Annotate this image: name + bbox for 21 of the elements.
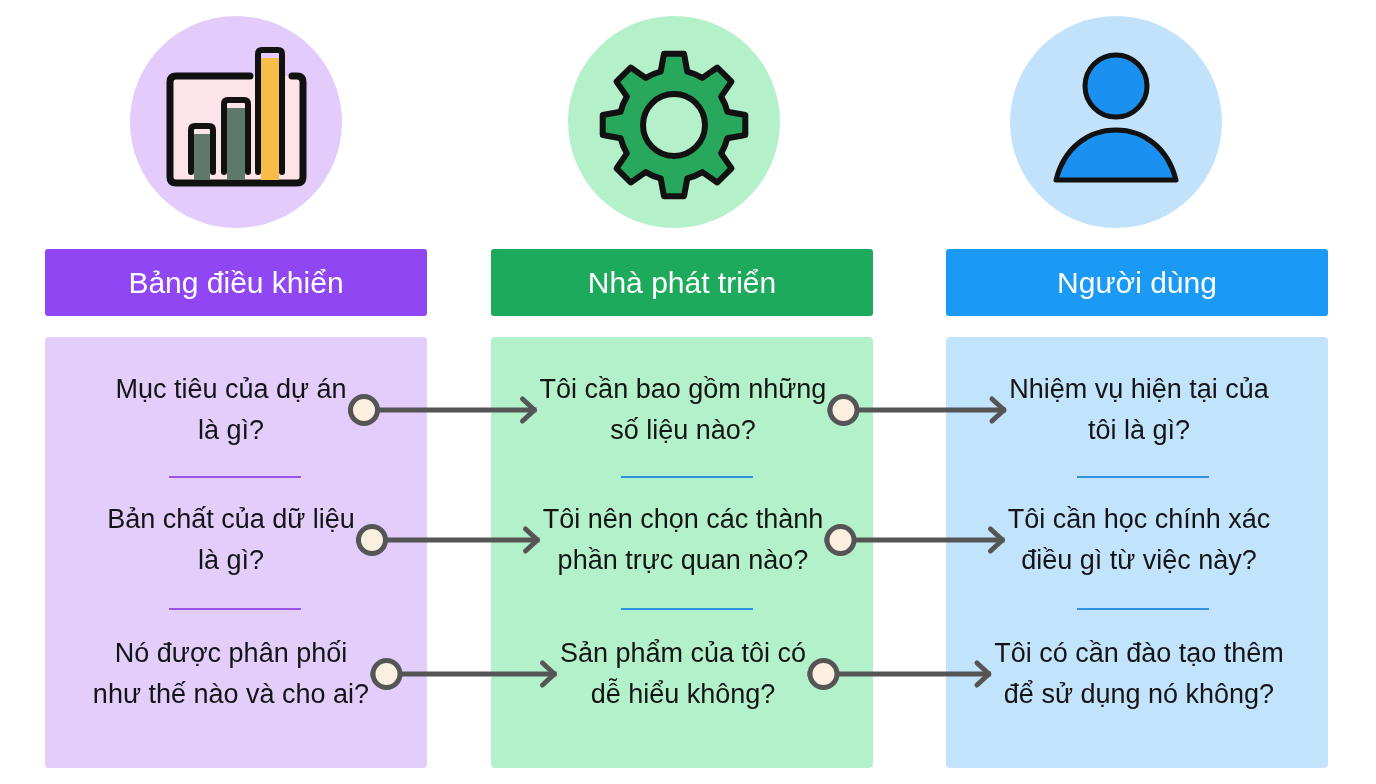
column-header: Người dùng (946, 249, 1328, 316)
column-header: Nhà phát triển (491, 249, 873, 316)
column-panel (946, 337, 1328, 768)
arrow (827, 394, 1007, 426)
question-text: Tôi có cần đào tạo thêm để sử dụng nó không? (993, 633, 1285, 715)
question-text: Mục tiêu của dự án là gì? (114, 369, 348, 451)
question-text: Nhiệm vụ hiện tại của tôi là gì? (1008, 369, 1270, 451)
arrow (807, 658, 992, 690)
question-text: Nó được phân phối như thế nào và cho ai? (91, 633, 371, 715)
arrow (824, 524, 1005, 556)
column-header: Bảng điều khiển (45, 249, 427, 316)
column-panel (491, 337, 873, 768)
arrow (348, 394, 537, 426)
arrow (356, 524, 540, 556)
question-text: Tôi cần học chính xác điều gì từ việc này? (1006, 499, 1272, 581)
arrow (370, 658, 557, 690)
question-text: Bản chất của dữ liệu là gì? (106, 499, 356, 581)
question-text: Tôi cần bao gồm những số liệu nào? (538, 369, 828, 451)
question-text: Tôi nên chọn các thành phần trực quan nào? (541, 499, 825, 581)
column-panel (45, 337, 427, 768)
question-text: Sản phẩm của tôi có dễ hiểu không? (558, 633, 808, 715)
